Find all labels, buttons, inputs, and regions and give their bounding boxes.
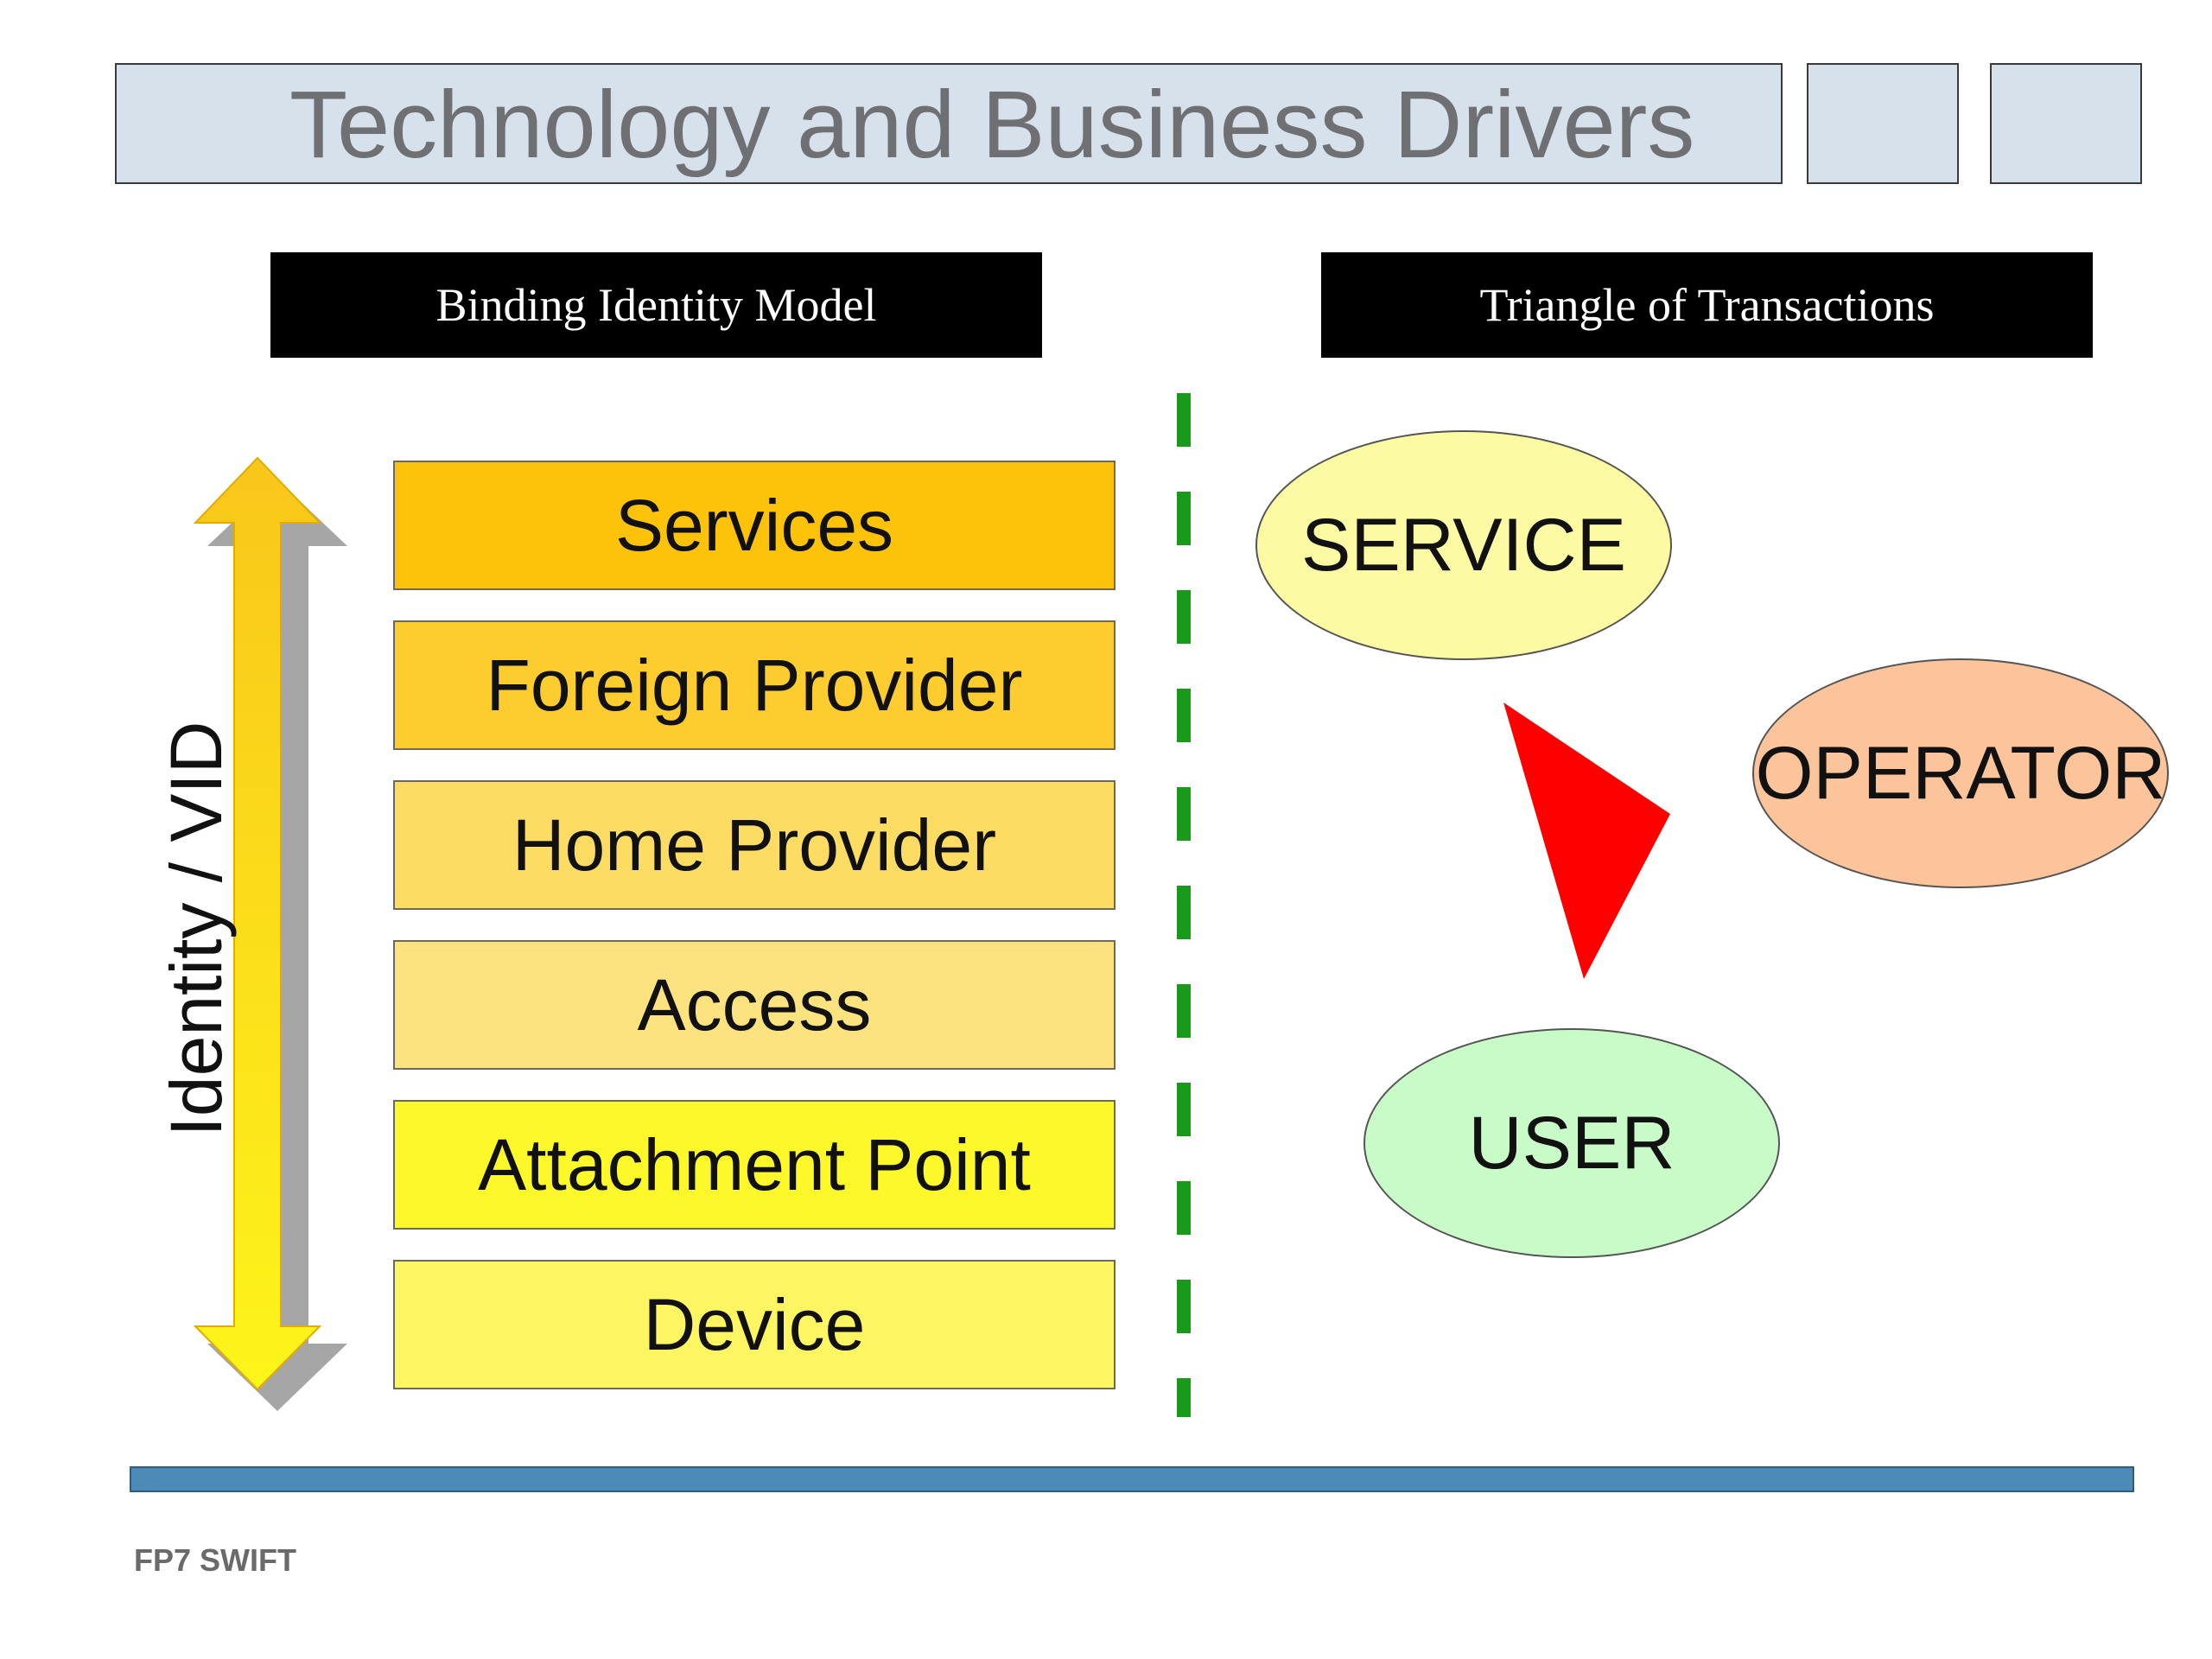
title-decoration-square-2 <box>1990 63 2142 184</box>
page-title: Technology and Business Drivers <box>289 72 1695 178</box>
identity-vid-label: Identity / VID <box>156 721 237 1137</box>
layer-foreign-provider: Foreign Provider <box>393 620 1116 750</box>
user-node-label: USER <box>1468 1101 1675 1185</box>
layer-label: Services <box>614 484 894 566</box>
title-box: Technology and Business Drivers <box>115 63 1783 184</box>
layer-attachment-point: Attachment Point <box>393 1100 1116 1230</box>
layer-device: Device <box>393 1260 1116 1389</box>
transaction-triangle <box>1503 702 1670 979</box>
triangle-of-transactions-header: Triangle of Transactions <box>1321 252 2093 358</box>
operator-node-label: OPERATOR <box>1755 731 2166 815</box>
layer-home-provider: Home Provider <box>393 780 1116 910</box>
layer-label: Device <box>643 1283 866 1365</box>
operator-node: OPERATOR <box>1752 658 2169 888</box>
layer-access: Access <box>393 940 1116 1070</box>
service-node: SERVICE <box>1255 430 1672 660</box>
footer-bar <box>130 1466 2134 1492</box>
footer-text: FP7 SWIFT <box>134 1542 296 1578</box>
user-node: USER <box>1363 1028 1780 1258</box>
title-decoration-square-1 <box>1807 63 1959 184</box>
layer-label: Foreign Provider <box>486 644 1023 726</box>
layer-label: Attachment Point <box>478 1123 1031 1205</box>
binding-identity-model-header: Binding Identity Model <box>270 252 1042 358</box>
triangle-of-transactions-label: Triangle of Transactions <box>1479 279 1935 331</box>
layer-label: Access <box>637 963 872 1046</box>
layer-label: Home Provider <box>512 804 997 886</box>
layer-services: Services <box>393 461 1116 590</box>
service-node-label: SERVICE <box>1301 503 1626 587</box>
identity-double-arrow <box>193 456 322 1391</box>
binding-identity-model-label: Binding Identity Model <box>435 279 877 331</box>
